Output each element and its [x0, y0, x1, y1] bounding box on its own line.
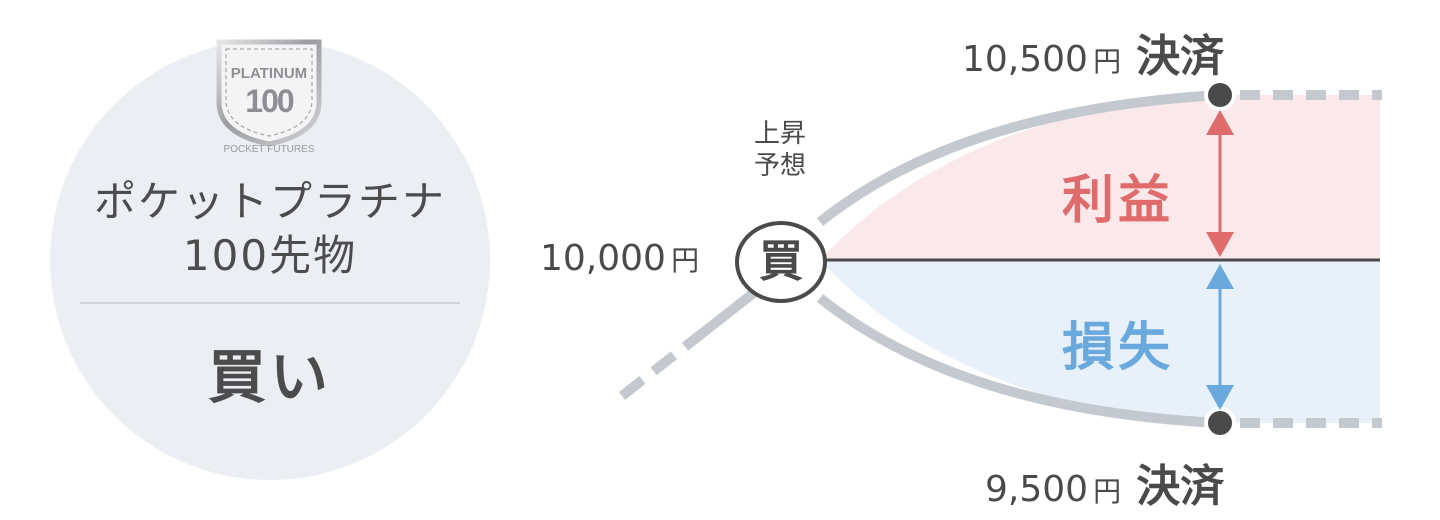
entry-price: 10,000: [540, 238, 666, 279]
prediction-line1: 上昇: [753, 119, 806, 149]
upper-exit-dot-icon: [1204, 79, 1236, 111]
profit-arrow-up-icon: [1206, 110, 1234, 135]
lower-exit-price: 9,500: [985, 469, 1089, 510]
lower-exit-dot-icon: [1204, 407, 1236, 439]
prediction-label: 上昇 予想: [732, 118, 828, 182]
svg-text:PLATINUM: PLATINUM: [231, 65, 307, 82]
svg-text:100: 100: [245, 83, 294, 119]
upper-exit-label: 10,500 円 決済: [962, 20, 1224, 84]
entry-unit: 円: [671, 244, 700, 277]
prediction-line2: 予想: [753, 151, 806, 181]
profit-label: 利益: [1062, 171, 1175, 231]
loss-arrow-down-icon: [1206, 385, 1234, 410]
lower-exit-label: 9,500 円 決済: [985, 450, 1224, 514]
entry-path-dashed: [618, 331, 704, 400]
loss-arrow-up-icon: [1206, 264, 1234, 289]
lower-exit-settle: 決済: [1136, 461, 1225, 512]
upper-exit-unit: 円: [1093, 45, 1122, 78]
upper-exit-settle: 決済: [1136, 31, 1225, 82]
loss-area: [820, 260, 1380, 423]
trade-side-label: 買い: [207, 343, 332, 411]
product-title-line1: ポケットプラチナ: [93, 177, 446, 226]
lower-price-path: [816, 294, 1221, 428]
entry-price-label: 10,000 円: [540, 238, 699, 279]
upper-exit-price: 10,500: [962, 39, 1088, 80]
product-title-line2: 100先物: [182, 231, 358, 280]
loss-label: 損失: [1062, 318, 1175, 378]
divider: [80, 302, 460, 304]
buy-marker: 買: [735, 221, 827, 303]
svg-text:POCKET FUTURES: POCKET FUTURES: [224, 144, 315, 155]
platinum-100-badge-icon: PLATINUM 100 POCKET FUTURES: [216, 39, 322, 155]
profit-area: [820, 95, 1380, 260]
upper-price-path: [816, 90, 1221, 226]
lower-exit-unit: 円: [1093, 475, 1122, 508]
profit-arrow-down-icon: [1206, 232, 1234, 257]
product-title: ポケットプラチナ 100先物: [50, 175, 490, 283]
